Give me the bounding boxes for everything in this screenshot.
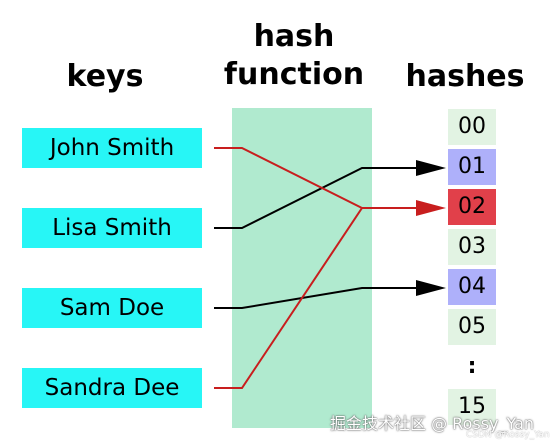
- hash-ellipsis: :: [467, 354, 477, 379]
- hash-cell-02: 02: [448, 189, 496, 225]
- hash-cell-15: 15: [448, 389, 496, 425]
- arrow-sandra-dee-to-02: [214, 200, 446, 389]
- hash-function-heading-line2: function: [223, 57, 365, 92]
- arrowhead-01: [416, 160, 446, 176]
- arrowhead-02: [416, 200, 446, 216]
- hash-function-band: [232, 108, 372, 428]
- arrowhead-04: [416, 280, 446, 296]
- arrow-lisa-smith-to-01: [214, 160, 446, 229]
- hash-cell-01: 01: [448, 149, 496, 185]
- hash-cell-05: 05: [448, 309, 496, 345]
- watermark-subtext: CSDN @Rossy_Yan: [466, 430, 550, 440]
- hash-cell-04: 04: [448, 269, 496, 305]
- hash-cell-00: 00: [448, 109, 496, 145]
- watermark-text: 掘金技术社区 @ Rossy_Yan: [330, 414, 535, 433]
- hashes-heading: hashes: [405, 59, 525, 94]
- hash-function-heading-line1: hash: [253, 19, 335, 54]
- key-box-sam-doe: Sam Doe: [22, 288, 202, 328]
- key-box-john-smith: John Smith: [22, 128, 202, 168]
- key-box-sandra-dee: Sandra Dee: [22, 368, 202, 408]
- arrow-john-smith-to-02: [214, 147, 420, 209]
- hash-function-heading: hash function: [214, 18, 374, 94]
- hash-cell-03: 03: [448, 229, 496, 265]
- keys-heading: keys: [66, 59, 144, 94]
- key-box-lisa-smith: Lisa Smith: [22, 208, 202, 248]
- arrow-sam-doe-to-04: [214, 280, 446, 309]
